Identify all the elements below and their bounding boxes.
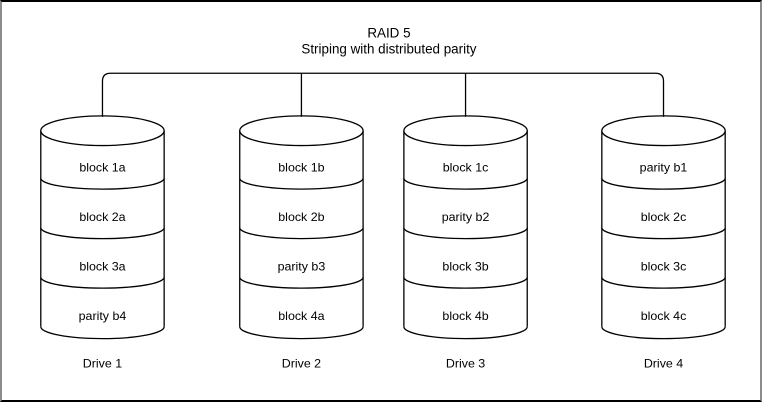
cylinder-bottom [239, 326, 364, 340]
block-label: block 3b [442, 259, 488, 273]
block-label: block 2b [278, 210, 324, 224]
segment-divider [601, 178, 726, 190]
block-label: block 4a [278, 309, 324, 323]
connector-bracket-line [101, 72, 665, 117]
segment-divider [239, 227, 364, 240]
block-label: block 2a [79, 210, 125, 224]
block-label: block 2c [641, 210, 687, 224]
block-label: block 4c [641, 309, 687, 323]
drive-2-cylinder: block 1b block 2b parity b3 block 4a Dri… [239, 115, 364, 370]
segment-divider [40, 227, 165, 240]
connector [101, 72, 665, 117]
diagram-title: RAID 5 [367, 26, 410, 41]
cylinder-bottom [601, 326, 726, 340]
block-label: block 1a [79, 160, 125, 174]
segment-divider [40, 277, 165, 289]
segment-divider [403, 227, 528, 240]
diagram-subtitle: Striping with distributed parity [301, 42, 476, 57]
block-label: parity b3 [278, 259, 326, 273]
cylinder-bottom [40, 326, 165, 340]
segment-divider [601, 277, 726, 289]
segment-divider [403, 178, 528, 190]
cylinder-top [601, 115, 726, 147]
block-label: block 1b [278, 160, 324, 174]
segment-divider [601, 227, 726, 240]
cylinder-bottom [403, 326, 528, 340]
cylinder-top [40, 115, 165, 147]
drive-label: Drive 4 [644, 356, 683, 370]
block-label: block 1c [443, 160, 489, 174]
drive-3-cylinder: block 1c parity b2 block 3b block 4b Dri… [403, 115, 528, 370]
drive-label: Drive 1 [83, 356, 122, 370]
cylinder-top [239, 115, 364, 147]
drive-4-cylinder: parity b1 block 2c block 3c block 4c Dri… [601, 115, 726, 370]
block-label: block 4b [442, 309, 488, 323]
segment-divider [239, 277, 364, 289]
block-label: block 3c [641, 259, 687, 273]
drive-label: Drive 3 [446, 356, 485, 370]
drive-label: Drive 2 [282, 356, 321, 370]
cylinder-top [403, 115, 528, 147]
block-label: parity b2 [442, 210, 490, 224]
block-label: block 3a [79, 259, 125, 273]
drive-1-cylinder: block 1a block 2a block 3a parity b4 Dri… [40, 115, 165, 370]
block-label: parity b1 [640, 160, 688, 174]
segment-divider [40, 178, 165, 190]
block-label: parity b4 [79, 309, 127, 323]
segment-divider [239, 178, 364, 190]
segment-divider [403, 277, 528, 289]
